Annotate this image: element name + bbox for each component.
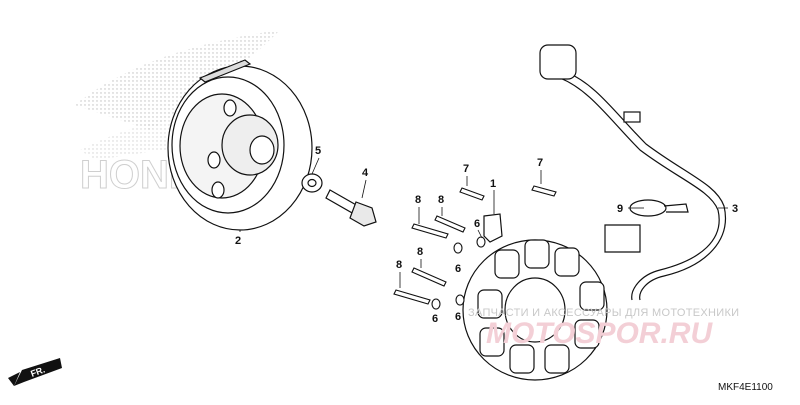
- washer: [301, 173, 323, 193]
- shop-tagline: ЗАПЧАСТИ И АКСЕССУАРЫ ДЛЯ МОТОТЕХНИКИ: [468, 307, 739, 319]
- callout-5: 5: [315, 145, 321, 157]
- callout-1: 1: [490, 178, 496, 190]
- callout-2: 2: [235, 235, 241, 247]
- flywheel-rotor: [167, 59, 313, 231]
- wire-harness: [539, 44, 726, 301]
- callout-numbers: 1 2 3 4 5 6 6 6 6 7 7 8 8 8 8 9: [235, 145, 738, 325]
- callout-7-b: 7: [537, 157, 543, 169]
- callout-6-a: 6: [474, 218, 480, 230]
- bolts: [393, 185, 557, 305]
- catalog-code: MKF4E1100: [718, 382, 773, 393]
- bracket: [483, 213, 503, 243]
- flywheel-bolt: [325, 189, 377, 227]
- leader-lines: [239, 157, 728, 288]
- stator-coil: [462, 239, 608, 381]
- callout-8-a: 8: [415, 194, 421, 206]
- direction-label: FR.: [29, 365, 46, 379]
- callout-6-c: 6: [455, 311, 461, 323]
- callout-6-d: 6: [432, 313, 438, 325]
- shop-watermark: ЗАПЧАСТИ И АКСЕССУАРЫ ДЛЯ МОТОТЕХНИКИ MO…: [468, 307, 739, 350]
- callout-3: 3: [732, 203, 738, 215]
- callout-6-b: 6: [455, 263, 461, 275]
- callout-8-d: 8: [396, 259, 402, 271]
- front-direction-arrow: FR.: [8, 358, 62, 386]
- callout-8-b: 8: [438, 194, 444, 206]
- callout-8-c: 8: [417, 246, 423, 258]
- small-washers: [431, 236, 486, 310]
- callout-9: 9: [617, 203, 623, 215]
- callout-4: 4: [362, 167, 369, 179]
- shop-site: MOTOSPOR.RU: [486, 317, 713, 350]
- callout-7-a: 7: [463, 163, 469, 175]
